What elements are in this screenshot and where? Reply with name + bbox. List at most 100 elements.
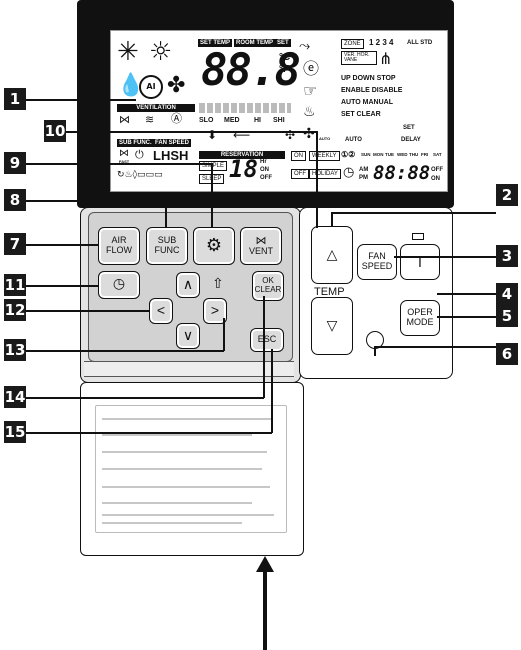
room-temp-icon: ⇧ [212, 276, 224, 292]
leader-8 [24, 200, 166, 202]
card-line [102, 468, 262, 470]
am-label: AM [359, 167, 369, 173]
lcd-display: ✳ ☼ 💧 AI ✤ VENTILATION ⋈ ≋ Ⓐ SET TEMP RO… [110, 30, 448, 192]
auto-label: AUTO [345, 137, 362, 143]
oper-mode-line2: MODE [406, 317, 434, 327]
chevron-up-icon: ∧ [182, 276, 194, 293]
callout-8: 8 [4, 189, 26, 211]
fast-label: FAST [119, 159, 130, 164]
timer-on-label: ON [260, 167, 269, 173]
temp-down-button[interactable]: ▽ [311, 297, 353, 355]
chevron-left-icon: < [156, 302, 166, 319]
set-clear-label: SET CLEAR [341, 111, 381, 118]
vent-icon: ⋈ [255, 235, 267, 247]
heat-wave-icon: ♨ [303, 104, 316, 120]
timer-digits: 18 [229, 155, 258, 183]
callout-6: 6 [496, 343, 518, 365]
set-temp-tag: SET TEMP [198, 39, 233, 47]
triangle-up-icon: △ [326, 246, 338, 263]
vent-auto-icon: Ⓐ [171, 112, 182, 125]
callout-14: 14 [4, 386, 26, 408]
auto-fan-label: AUTO [319, 136, 331, 141]
temp-up-button[interactable]: △ [311, 226, 353, 284]
enable-disable-label: ENABLE DISABLE [341, 87, 403, 94]
callout-4: 4 [496, 283, 518, 305]
card-line [102, 502, 252, 504]
leader-2-v [331, 212, 333, 227]
air-flow-line1: AIR [111, 235, 127, 246]
callout-3: 3 [496, 245, 518, 267]
simple-box: SIMPLE [199, 161, 228, 171]
off-box: OFF [291, 169, 309, 179]
fahrenheit-unit: °F [279, 64, 290, 75]
leader-9-v [211, 163, 213, 227]
fan-speed-line1: FAN [368, 251, 386, 262]
ventilation-label: VENTILATION [117, 104, 195, 112]
room-temp-tag: ROOM TEMP [234, 39, 275, 47]
instruction-card [95, 405, 287, 533]
down-arrow-button[interactable]: ∨ [176, 323, 200, 349]
auto-fan-icon: ✣ [303, 126, 315, 142]
callout-10: 10 [44, 120, 66, 142]
fan-speed-slo: SLO [199, 117, 214, 124]
temperature-digits: 88.8 [201, 45, 301, 96]
delay-label: DELAY [401, 137, 421, 143]
callout-5: 5 [496, 305, 518, 327]
settings-button[interactable]: ⚙ [193, 227, 235, 265]
timer-off-label: OFF [260, 175, 272, 181]
reservation-tag: RESERVATION [199, 151, 285, 159]
dry-drop-icon: 💧 [117, 73, 145, 98]
left-arrow-button[interactable]: < [149, 298, 173, 324]
reservation-button[interactable]: ◷ [98, 271, 140, 299]
esc-button[interactable]: ESC [250, 328, 284, 352]
on-box: ON [291, 151, 306, 161]
zone-box: ZONE [341, 39, 364, 49]
day-sat: SAT [433, 152, 442, 157]
card-line [102, 522, 242, 524]
fan-speed-hi: HI [254, 117, 261, 124]
leader-1 [24, 99, 136, 101]
leader-15-v [271, 349, 273, 433]
fan-auto-small-icon: ✣ [285, 128, 296, 142]
chevron-right-icon: > [210, 302, 220, 319]
hand-icon: ☞ [303, 81, 318, 100]
clock-off-label: OFF [431, 167, 443, 173]
sub-func-line1: SUB [157, 235, 177, 246]
leader-10-v [316, 131, 318, 228]
gear-icon: ⚙ [205, 235, 223, 257]
vent-button[interactable]: ⋈ VENT [240, 227, 282, 265]
clock-set-label: SET [403, 125, 415, 131]
callout-9: 9 [4, 152, 26, 174]
swing-icon: ⤳ [299, 38, 311, 54]
fan-speed-line2: SPEED [361, 261, 393, 271]
callout-1: 1 [4, 88, 26, 110]
up-down-stop-label: UP DOWN STOP [341, 75, 396, 82]
vent-label: VENT [248, 246, 273, 257]
callout-12: 12 [4, 299, 26, 321]
vent-icon-1: ⋈ [119, 113, 130, 126]
leader-2 [331, 212, 496, 214]
oper-mode-line1: OPER [407, 307, 433, 318]
up-arrow-button[interactable]: ∧ [176, 272, 200, 298]
fan-mode-icon: ✤ [167, 73, 186, 98]
leader-14-v [263, 296, 265, 398]
clock-icon: ◷ [343, 165, 355, 180]
card-line [102, 434, 252, 436]
power-button[interactable]: ⏽ [400, 244, 440, 280]
leader-5 [437, 316, 496, 318]
clock-digits: 88:88 [373, 162, 431, 184]
lock-icon: ⏻ [135, 148, 144, 161]
clock-icon: ◷ [112, 276, 126, 293]
leader-11 [24, 285, 99, 287]
leader-14 [24, 397, 264, 399]
cool-snowflake-icon: ✳ [117, 37, 139, 67]
chevron-down-icon: ∨ [182, 327, 194, 344]
esc-label: ESC [257, 334, 277, 345]
bottom-arrow-head [256, 556, 274, 572]
bottom-status-icons: ↻♨◊▭▭▭ [117, 170, 163, 180]
